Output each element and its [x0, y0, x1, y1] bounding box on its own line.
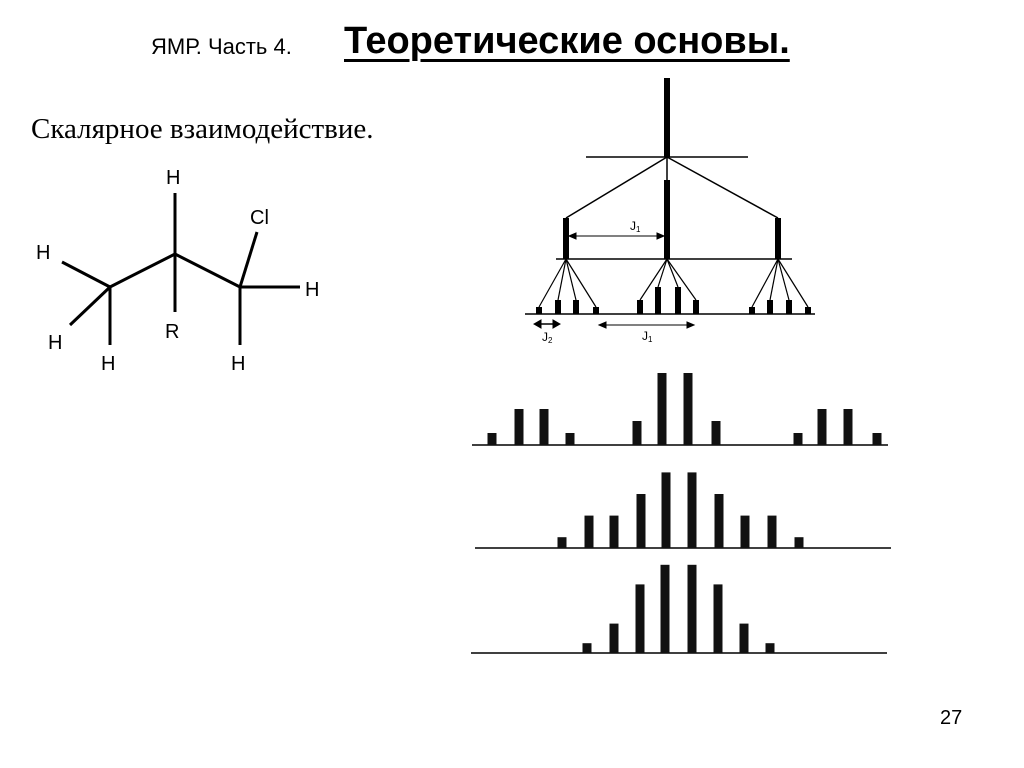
spectrum-3-peak — [660, 564, 670, 653]
spectrum-2-peak — [687, 472, 697, 548]
spectrum-2-peak — [714, 494, 724, 548]
coupling-label-j1-bottom: J1 — [642, 329, 653, 344]
spectrum-1-peak — [487, 433, 497, 445]
spectrum-3-peak — [635, 584, 645, 653]
spectrum-1 — [472, 373, 888, 446]
slide-subtitle: Скалярное взаимодействие. — [31, 113, 374, 145]
coupling-label-j2: J2 — [542, 330, 553, 345]
tree-fan-center — [639, 258, 697, 301]
page-number: 27 — [940, 707, 963, 729]
tree-branch-right — [666, 156, 779, 219]
bond-c3-cl — [238, 231, 259, 288]
tree-fan-left — [538, 258, 597, 308]
spectrum-3-peak — [687, 564, 697, 653]
spectrum-1-peak — [565, 433, 575, 445]
bond-c1-h-lower-left — [68, 285, 112, 327]
atom-h-right: H — [305, 279, 319, 301]
spectrum-1-peak — [817, 409, 827, 445]
spectrum-1-peak — [683, 373, 693, 445]
slide-title: Теоретические основы. — [344, 20, 790, 62]
spectrum-2-peak — [661, 472, 671, 548]
tree-branch-left — [565, 156, 668, 219]
atom-cl: Cl — [250, 207, 269, 229]
bond-c1-h-left — [61, 260, 111, 289]
atom-r: R — [165, 321, 179, 343]
coupling-label-j1-top: J1 — [630, 219, 641, 234]
spectrum-2-peak — [557, 537, 567, 548]
spectrum-1-peak — [632, 421, 642, 445]
coupling-arrows — [532, 232, 696, 329]
spectrum-1-peak — [872, 433, 882, 445]
atom-h-left: H — [36, 242, 50, 264]
slide-prefix: ЯМР. Часть 4. — [151, 34, 292, 59]
spectrum-1-peak — [514, 409, 524, 445]
atom-h-bottom-right: H — [231, 353, 245, 375]
spectrum-1-peak — [711, 421, 721, 445]
tree-level2-peaks — [536, 287, 811, 314]
spectrum-3-peak — [713, 584, 723, 653]
spectrum-3-peak — [609, 623, 619, 653]
spectrum-1-peak — [657, 373, 667, 445]
spectrum-3-peak — [765, 643, 775, 653]
spectrum-1-peak — [843, 409, 853, 445]
spectrum-1-peak — [539, 409, 549, 445]
bond-c1-c2 — [109, 252, 176, 289]
spectrum-2 — [475, 472, 891, 549]
spectrum-3-peak — [739, 623, 749, 653]
spectrum-2-peak — [740, 515, 750, 548]
spectrum-2-peak — [794, 537, 804, 548]
spectrum-3 — [471, 564, 887, 654]
spectrum-2-peak — [584, 515, 594, 548]
tree-fan-right — [751, 258, 809, 308]
spectrum-2-peak — [609, 515, 619, 548]
spectrum-2-peak — [767, 515, 777, 548]
slide-header: ЯМР. Часть 4. Теоретические основы. — [0, 0, 1024, 80]
atom-h-lower-left: H — [48, 332, 62, 354]
atom-h-bottom-left: H — [101, 353, 115, 375]
atom-h-top: H — [166, 167, 180, 189]
spectrum-1-peak — [793, 433, 803, 445]
splitting-tree — [525, 78, 815, 315]
spectrum-2-peak — [636, 494, 646, 548]
molecule-structure — [61, 193, 300, 345]
spectrum-3-peak — [582, 643, 592, 653]
bond-c2-c3 — [174, 252, 241, 289]
